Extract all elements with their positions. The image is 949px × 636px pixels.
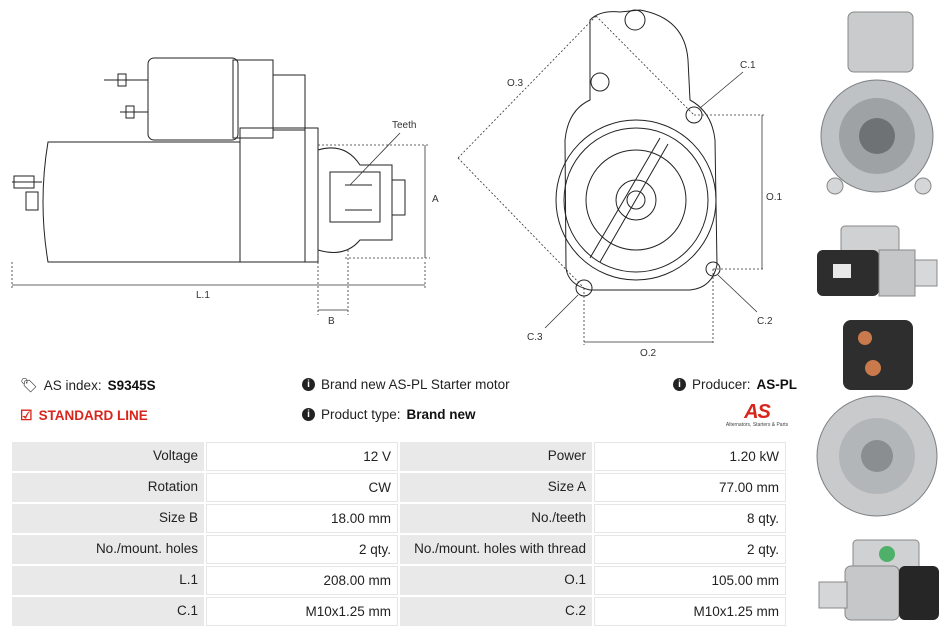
label-o3: O.3 [507,78,524,89]
product-photo-front [813,6,943,214]
side-view-dimensions [11,132,430,315]
producer-label: Producer: [692,377,751,392]
spec-value: M10x1.25 mm [206,597,398,626]
label-b: B [328,316,335,327]
technical-drawing: Teeth A L.1 B O.3 C.1 O.1 C.3 C.2 [11,9,783,359]
spec-key: No./teeth [400,504,592,533]
label-l1: L.1 [196,290,210,301]
spec-key: Size A [400,473,592,502]
spec-key: No./mount. holes with thread [400,535,592,564]
starter-side-view [12,57,406,263]
standard-line: ☑ STANDARD LINE [20,407,148,424]
info-icon: i [302,408,315,421]
tags-icon: 🏷 [20,377,38,393]
spec-value: 8 qty. [594,504,786,533]
label-c2: C.2 [757,316,773,327]
spec-value: 2 qty. [594,535,786,564]
spec-value: CW [206,473,398,502]
spec-value: 208.00 mm [206,566,398,595]
label-o2: O.2 [640,348,657,359]
standard-line-label: STANDARD LINE [38,408,148,423]
starter-front-view [555,9,721,297]
label-teeth: Teeth [392,120,416,131]
spec-value: 18.00 mm [206,504,398,533]
label-o1: O.1 [766,192,783,203]
as-pl-logo: AS Alternators, Starters & Parts [724,402,790,428]
as-index-value: S9345S [107,378,156,393]
description: i Brand new AS-PL Starter motor [302,377,510,392]
spec-key: No./mount. holes [12,535,204,564]
spec-key: Voltage [12,442,204,471]
spec-key: C.2 [400,597,592,626]
spec-value: 1.20 kW [594,442,786,471]
spec-key: Size B [12,504,204,533]
info-icon: i [673,378,686,391]
as-index-label: AS index: [43,378,102,393]
spec-value: 77.00 mm [594,473,786,502]
description-text: Brand new AS-PL Starter motor [321,377,510,392]
producer-value: AS-PL [756,377,798,392]
spec-value: 2 qty. [206,535,398,564]
spec-key: O.1 [400,566,592,595]
producer: i Producer: AS-PL [673,377,797,392]
spec-key: Power [400,442,592,471]
front-view-dimensions [457,15,765,345]
spec-key: L.1 [12,566,204,595]
product-photo-angle [813,536,943,626]
product-type: i Product type: Brand new [302,407,476,422]
label-c3: C.3 [527,332,543,343]
product-photo-side [813,220,943,302]
spec-value: 105.00 mm [594,566,786,595]
product-type-label: Product type: [321,407,401,422]
check-square-icon: ☑ [20,407,33,423]
product-type-value: Brand new [406,407,476,422]
label-a: A [432,194,439,205]
spec-value: M10x1.25 mm [594,597,786,626]
label-c1: C.1 [740,60,756,71]
front-view-dim-solid [544,71,763,343]
as-index: 🏷 AS index: S9345S [20,377,156,394]
spec-key: Rotation [12,473,204,502]
product-photo-rear [813,316,943,526]
logo-mark: AS [744,401,771,423]
logo-tagline: Alternators, Starters & Parts [725,422,789,428]
spec-value: 12 V [206,442,398,471]
spec-key: C.1 [12,597,204,626]
info-icon: i [302,378,315,391]
